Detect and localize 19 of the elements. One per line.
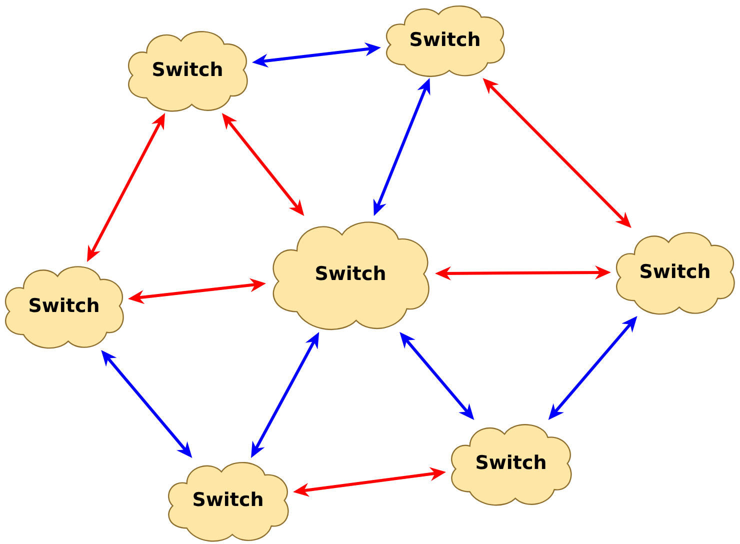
- node-label: Switch: [152, 58, 224, 82]
- double-arrow: [86, 112, 166, 263]
- double-arrow: [250, 331, 320, 459]
- node-label: Switch: [28, 294, 100, 318]
- double-arrow: [398, 331, 476, 421]
- double-arrow: [547, 315, 638, 421]
- double-arrow: [292, 467, 446, 497]
- node-label: Switch: [475, 452, 547, 475]
- double-arrow: [220, 112, 306, 217]
- double-arrow: [128, 278, 266, 304]
- node-label: Switch: [409, 28, 481, 52]
- double-arrow: [435, 266, 611, 280]
- double-arrow: [100, 349, 194, 459]
- node-label: Switch: [192, 489, 264, 512]
- node-label: Switch: [314, 262, 386, 286]
- double-arrow: [372, 77, 432, 217]
- node-label: Switch: [639, 260, 711, 284]
- double-arrow: [252, 42, 382, 68]
- double-arrow: [482, 76, 632, 230]
